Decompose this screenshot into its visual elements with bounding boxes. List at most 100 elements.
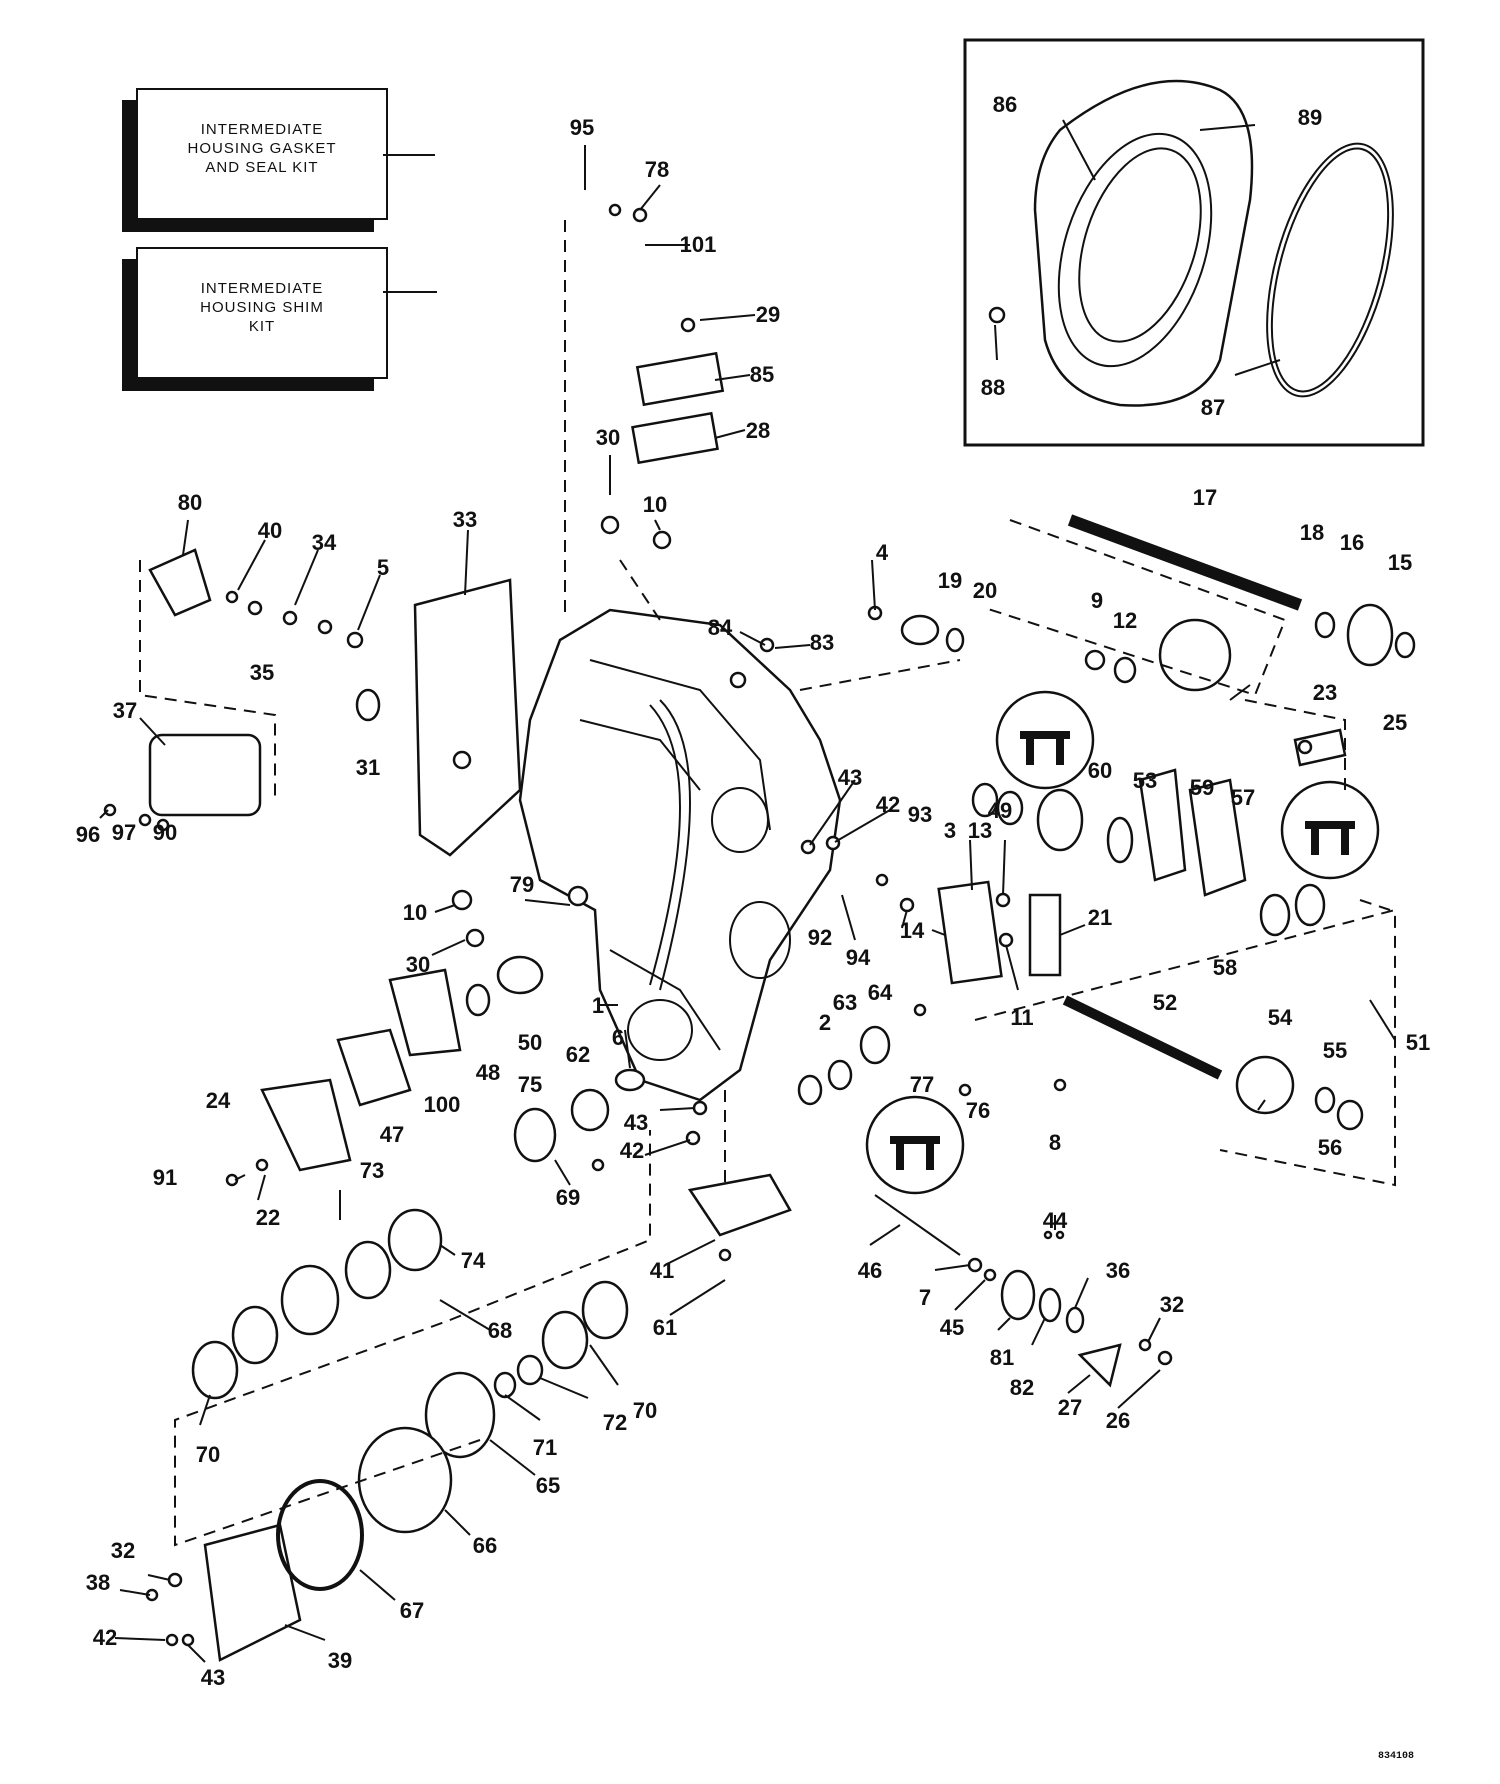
callout-50: 50 bbox=[518, 1030, 542, 1055]
exhaust-seal-part bbox=[1033, 79, 1254, 407]
leader-lines bbox=[99, 119, 1396, 1663]
inset-frame bbox=[963, 38, 1425, 447]
callout-19: 19 bbox=[938, 568, 962, 593]
callout-66: 66 bbox=[473, 1533, 497, 1558]
callout-67: 67 bbox=[400, 1598, 424, 1623]
callout-83: 83 bbox=[810, 630, 834, 655]
ring-48 bbox=[465, 983, 491, 1017]
oring-67 bbox=[276, 1479, 364, 1591]
callout-71: 71 bbox=[533, 1435, 557, 1460]
callout-2: 2 bbox=[819, 1010, 831, 1035]
fasteners bbox=[103, 203, 1313, 1647]
callout-60: 60 bbox=[1088, 758, 1112, 783]
callout-46: 46 bbox=[858, 1258, 882, 1283]
seal-detail-circle bbox=[865, 1095, 965, 1195]
callout-15: 15 bbox=[1388, 550, 1412, 575]
plate-73c bbox=[231, 1305, 279, 1365]
clamp-54 bbox=[1235, 1055, 1295, 1115]
bearing-50 bbox=[496, 955, 544, 995]
callout-1: 1 bbox=[592, 993, 604, 1018]
callout-22: 22 bbox=[256, 1205, 280, 1230]
plate-73a bbox=[344, 1240, 392, 1300]
callout-10: 10 bbox=[643, 492, 667, 517]
callout-90: 90 bbox=[153, 820, 177, 845]
seal-58b bbox=[1294, 883, 1326, 927]
callout-39: 39 bbox=[328, 1648, 352, 1673]
callout-34: 34 bbox=[312, 530, 337, 555]
bushing-6 bbox=[614, 1068, 646, 1092]
intermediate-housing bbox=[518, 608, 842, 1102]
gasket-28 bbox=[631, 411, 719, 465]
callout-95: 95 bbox=[570, 115, 594, 140]
callout-31: 31 bbox=[356, 755, 380, 780]
callout-21: 21 bbox=[1088, 905, 1112, 930]
callout-68: 68 bbox=[488, 1318, 512, 1343]
plate-70c bbox=[541, 1310, 589, 1370]
callout-43: 43 bbox=[838, 765, 862, 790]
callout-10: 10 bbox=[403, 900, 427, 925]
callout-26: 26 bbox=[1106, 1408, 1130, 1433]
callout-24: 24 bbox=[206, 1088, 231, 1113]
callout-23: 23 bbox=[1313, 680, 1337, 705]
callout-17: 17 bbox=[1193, 485, 1217, 510]
callout-70: 70 bbox=[633, 1398, 657, 1423]
callout-38: 38 bbox=[86, 1570, 110, 1595]
callout-72: 72 bbox=[603, 1410, 627, 1435]
gasket-47 bbox=[336, 1028, 412, 1107]
washer-18 bbox=[1314, 611, 1336, 639]
gasket-66 bbox=[357, 1426, 453, 1534]
callout-37: 37 bbox=[113, 698, 137, 723]
callout-44: 44 bbox=[1043, 1208, 1068, 1233]
ring-36 bbox=[1065, 1306, 1085, 1334]
callout-5: 5 bbox=[377, 555, 389, 580]
gasket-33 bbox=[413, 578, 522, 857]
callout-30: 30 bbox=[406, 952, 430, 977]
gear-16 bbox=[1346, 603, 1394, 667]
callout-42: 42 bbox=[620, 1138, 644, 1163]
clamp-ring-part bbox=[1266, 142, 1394, 398]
callout-20: 20 bbox=[973, 578, 997, 603]
plate-21 bbox=[1028, 893, 1062, 977]
callout-69: 69 bbox=[556, 1185, 580, 1210]
callout-81: 81 bbox=[990, 1345, 1014, 1370]
callout-40: 40 bbox=[258, 518, 282, 543]
callout-62: 62 bbox=[566, 1042, 590, 1067]
callout-78: 78 bbox=[645, 157, 669, 182]
clip-23 bbox=[1293, 728, 1347, 767]
callout-84: 84 bbox=[708, 615, 733, 640]
callout-41: 41 bbox=[650, 1258, 674, 1283]
callout-49: 49 bbox=[988, 798, 1012, 823]
alignment-lines bbox=[139, 220, 1396, 1547]
gasket-80 bbox=[148, 548, 212, 617]
callout-13: 13 bbox=[968, 818, 992, 843]
callout-59: 59 bbox=[1190, 775, 1214, 800]
washer-70b bbox=[581, 1280, 629, 1340]
ring-60 bbox=[1036, 788, 1084, 852]
callout-79: 79 bbox=[510, 872, 534, 897]
callout-61: 61 bbox=[653, 1315, 677, 1340]
seal-detail-circle bbox=[1280, 780, 1380, 880]
callout-4: 4 bbox=[876, 540, 889, 565]
callout-63: 63 bbox=[833, 990, 857, 1015]
callout-85: 85 bbox=[750, 362, 774, 387]
callout-3: 3 bbox=[944, 818, 956, 843]
callout-88: 88 bbox=[981, 375, 1005, 400]
callout-47: 47 bbox=[380, 1122, 404, 1147]
callout-77: 77 bbox=[910, 1072, 934, 1097]
callout-45: 45 bbox=[940, 1315, 964, 1340]
cover-22 bbox=[260, 1078, 352, 1172]
callout-53: 53 bbox=[1133, 768, 1157, 793]
ring-31 bbox=[355, 688, 381, 722]
callout-16: 16 bbox=[1340, 530, 1364, 555]
callout-43: 43 bbox=[624, 1110, 648, 1135]
nut-15 bbox=[1394, 631, 1416, 659]
callout-52: 52 bbox=[1153, 990, 1177, 1015]
ring-71 bbox=[493, 1371, 517, 1399]
ring-20 bbox=[945, 627, 965, 653]
callout-100: 100 bbox=[424, 1092, 461, 1117]
callout-32: 32 bbox=[111, 1538, 135, 1563]
callout-48: 48 bbox=[476, 1060, 500, 1085]
callout-55: 55 bbox=[1323, 1038, 1347, 1063]
callout-96: 96 bbox=[76, 822, 100, 847]
